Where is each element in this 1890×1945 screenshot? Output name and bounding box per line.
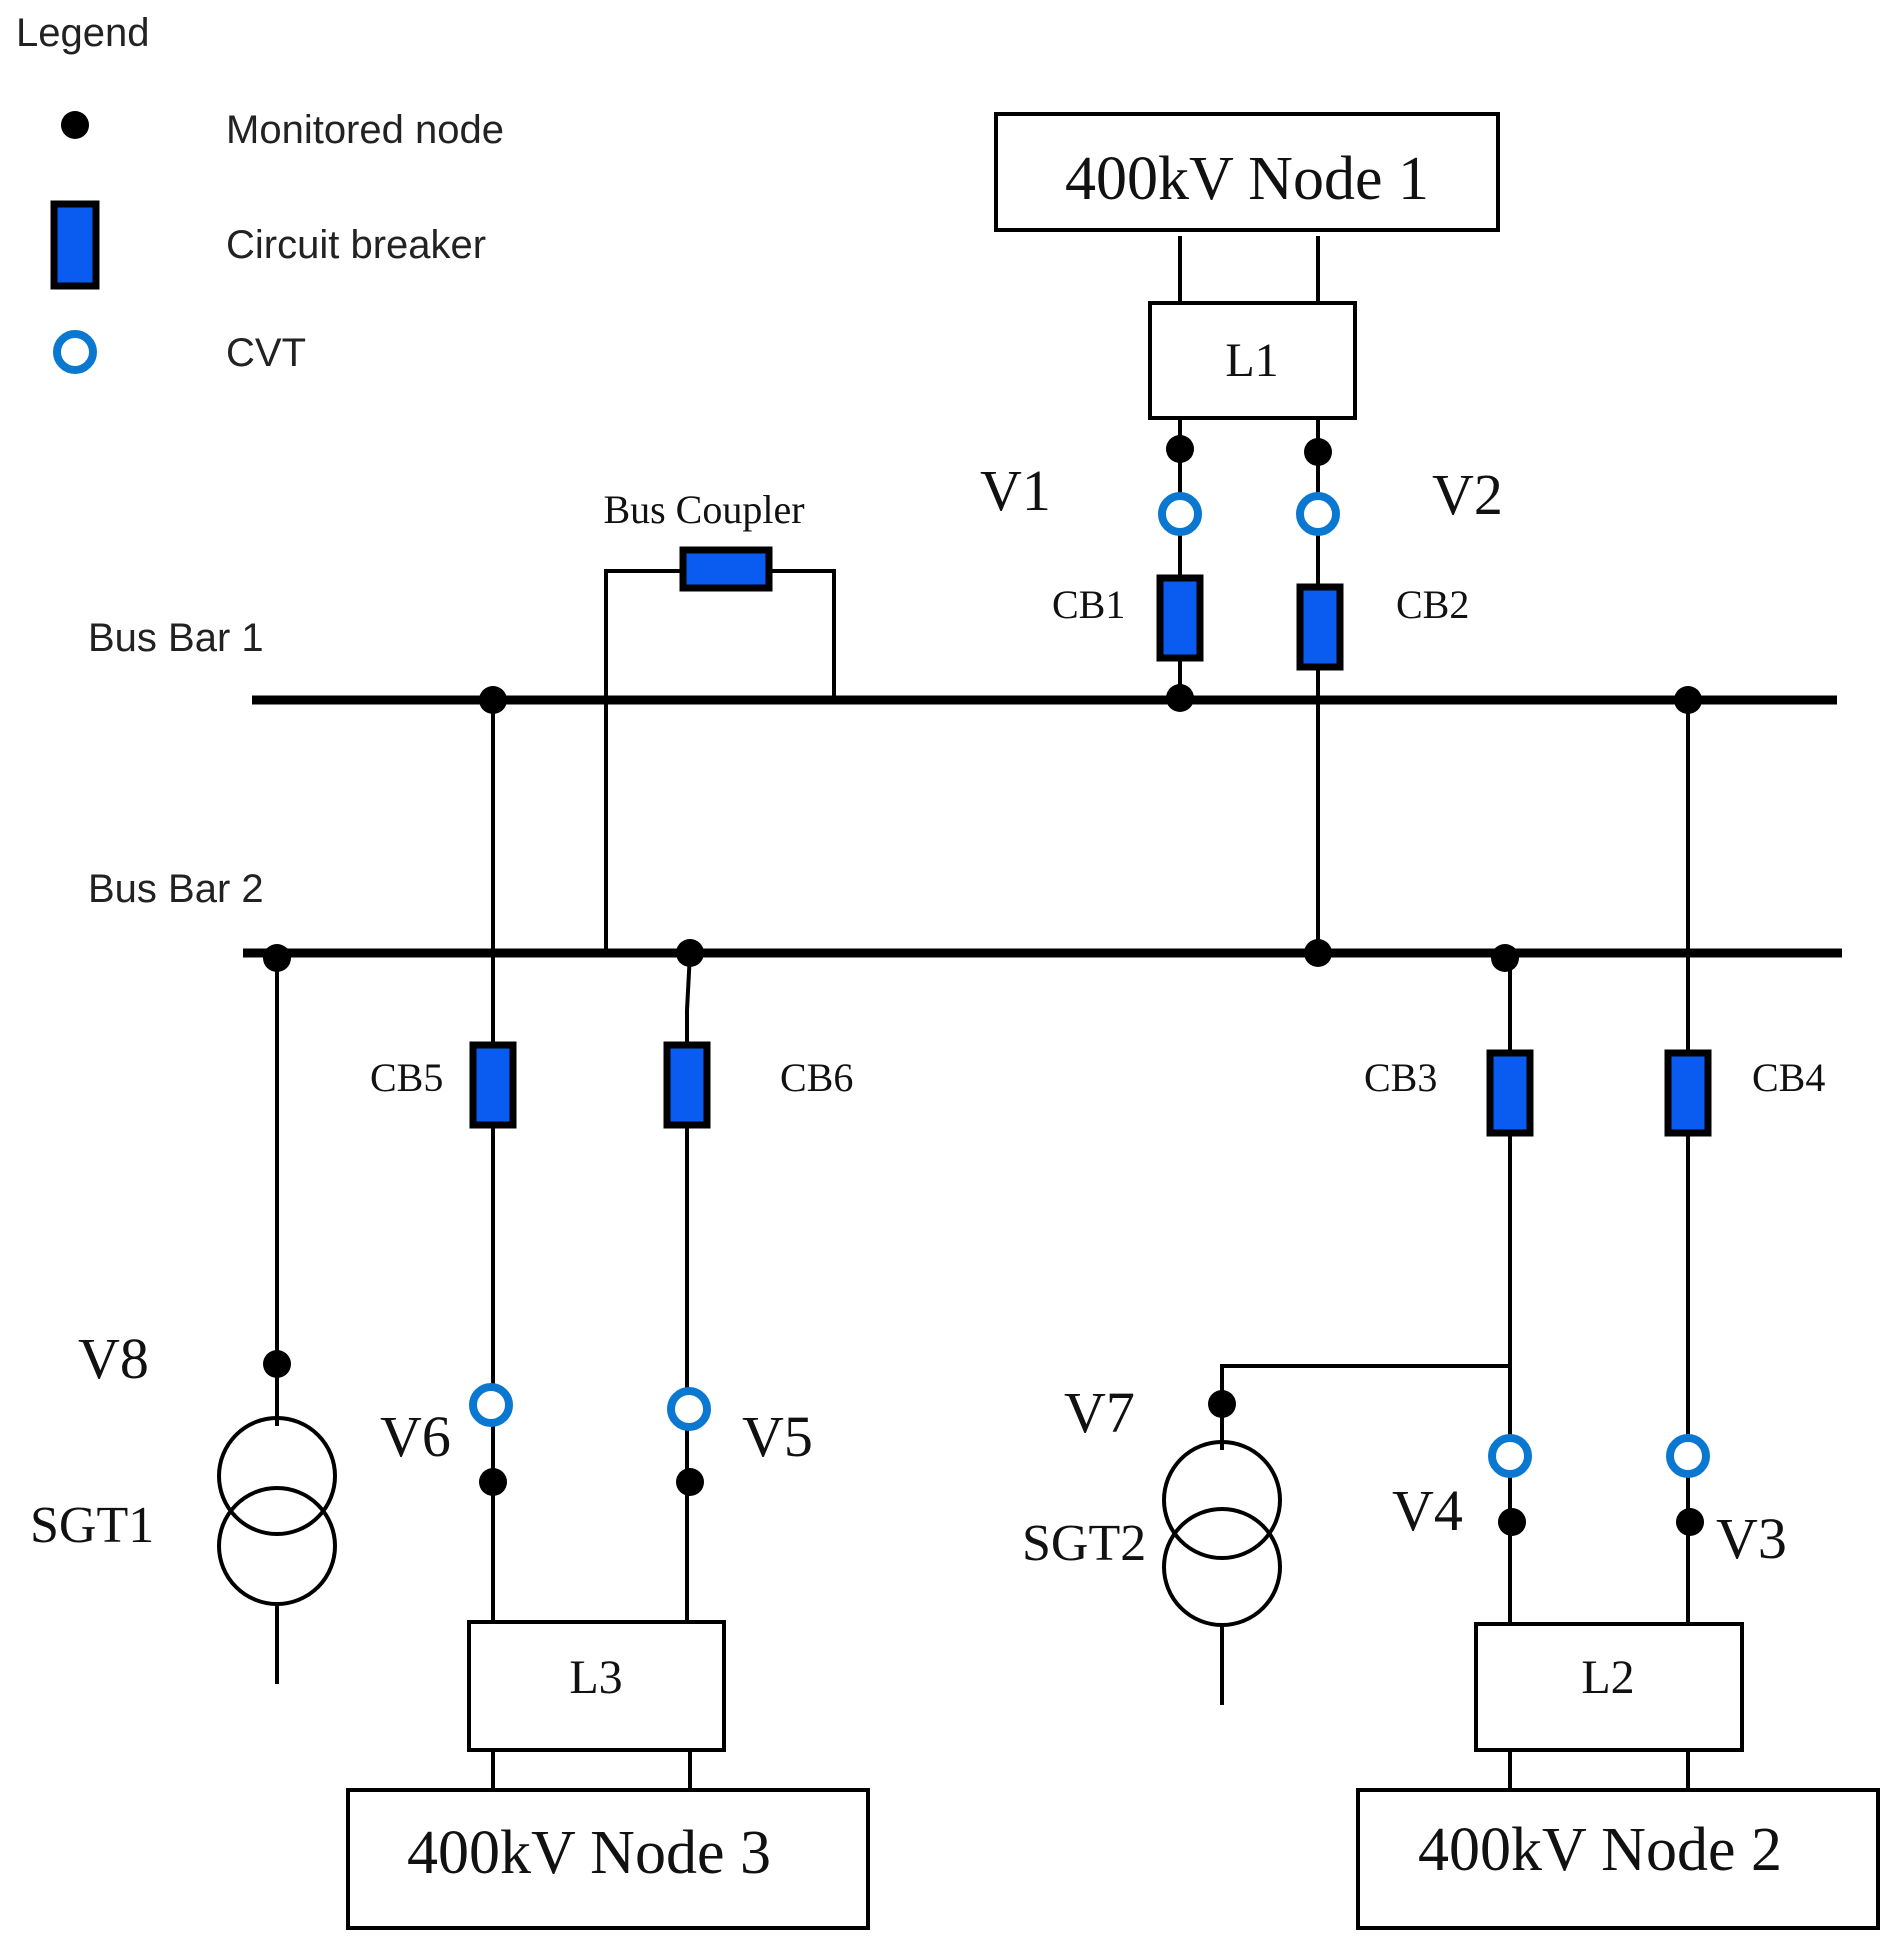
bus-bar-1-label: Bus Bar 1 xyxy=(88,616,264,660)
line-l3-box: L3 xyxy=(467,1620,726,1752)
cvt-v2 xyxy=(1296,492,1340,536)
node-2-label: 400kV Node 2 xyxy=(1418,1816,1782,1884)
monitored-node xyxy=(1498,1508,1526,1536)
monitored-node xyxy=(1674,686,1702,714)
node-2-box: 400kV Node 2 xyxy=(1356,1788,1880,1930)
legend-circuit-breaker-icon xyxy=(50,200,100,290)
monitored-node xyxy=(1491,944,1519,972)
cvts xyxy=(469,492,1710,1478)
breaker-cb5 xyxy=(469,1041,517,1129)
legend-monitored-node-icon xyxy=(61,111,89,139)
cvt-v3 xyxy=(1666,1434,1710,1478)
monitored-node xyxy=(1676,1508,1704,1536)
node-3-box: 400kV Node 3 xyxy=(346,1788,870,1930)
v5-label: V5 xyxy=(742,1404,813,1469)
line-l3-label: L3 xyxy=(569,1651,622,1704)
cvt-v5 xyxy=(667,1387,711,1431)
v3-label: V3 xyxy=(1716,1506,1787,1571)
line-l1-box: L1 xyxy=(1148,301,1357,420)
transformer-sgt2 xyxy=(1162,1440,1282,1627)
monitored-node xyxy=(1166,435,1194,463)
breaker-bus-coupler xyxy=(679,546,773,592)
line-l2-label: L2 xyxy=(1581,1651,1634,1704)
wire-bus-coupler xyxy=(604,569,836,955)
legend: Legend Monitored node Circuit breaker CV… xyxy=(16,11,504,375)
cb5-label: CB5 xyxy=(370,1055,443,1100)
circuit-breakers xyxy=(469,546,1712,1137)
node-1-label: 400kV Node 1 xyxy=(1065,145,1429,213)
legend-monitored-node-label: Monitored node xyxy=(226,108,504,152)
monitored-node xyxy=(676,939,704,967)
cb4-label: CB4 xyxy=(1752,1055,1825,1100)
legend-circuit-breaker-label: Circuit breaker xyxy=(226,223,486,267)
monitored-node xyxy=(676,1468,704,1496)
node-3-label: 400kV Node 3 xyxy=(407,1819,771,1887)
cb6-label: CB6 xyxy=(780,1055,853,1100)
node-1-box: 400kV Node 1 xyxy=(994,112,1500,232)
legend-title: Legend xyxy=(16,11,149,55)
v4-label: V4 xyxy=(1392,1478,1463,1543)
breaker-cb1 xyxy=(1156,574,1204,662)
cvt-v1 xyxy=(1158,492,1202,536)
line-l1-label: L1 xyxy=(1225,334,1278,387)
breaker-cb2 xyxy=(1296,583,1344,671)
v1-label: V1 xyxy=(980,458,1051,523)
v8-label: V8 xyxy=(78,1326,149,1391)
bus-coupler-label: Bus Coupler xyxy=(603,487,804,532)
transformer-sgt1 xyxy=(217,1416,337,1606)
legend-cvt-icon xyxy=(53,330,97,374)
sgt2-label: SGT2 xyxy=(1022,1515,1146,1572)
monitored-node xyxy=(1208,1390,1236,1418)
cb1-label: CB1 xyxy=(1052,582,1125,627)
breaker-cb6 xyxy=(663,1041,711,1129)
monitored-node xyxy=(479,1468,507,1496)
v6-label: V6 xyxy=(380,1404,451,1469)
monitored-node xyxy=(1304,438,1332,466)
breaker-cb4 xyxy=(1664,1049,1712,1137)
cb3-label: CB3 xyxy=(1364,1055,1437,1100)
monitored-node xyxy=(1166,684,1194,712)
legend-cvt-label: CVT xyxy=(226,331,306,375)
v2-label: V2 xyxy=(1432,462,1503,527)
monitored-node xyxy=(479,686,507,714)
bus-bar-2-label: Bus Bar 2 xyxy=(88,867,264,911)
monitored-node xyxy=(263,1350,291,1378)
breaker-cb3 xyxy=(1486,1049,1534,1137)
cvt-v4 xyxy=(1488,1434,1532,1478)
wire-sgt2-tap xyxy=(1220,1364,1512,1450)
line-l2-box: L2 xyxy=(1474,1622,1744,1752)
v7-label: V7 xyxy=(1064,1380,1135,1445)
cb2-label: CB2 xyxy=(1396,582,1469,627)
cvt-v6 xyxy=(469,1383,513,1427)
monitored-nodes xyxy=(263,435,1704,1536)
sgt1-label: SGT1 xyxy=(30,1497,154,1554)
monitored-node xyxy=(263,944,291,972)
monitored-node xyxy=(1304,939,1332,967)
